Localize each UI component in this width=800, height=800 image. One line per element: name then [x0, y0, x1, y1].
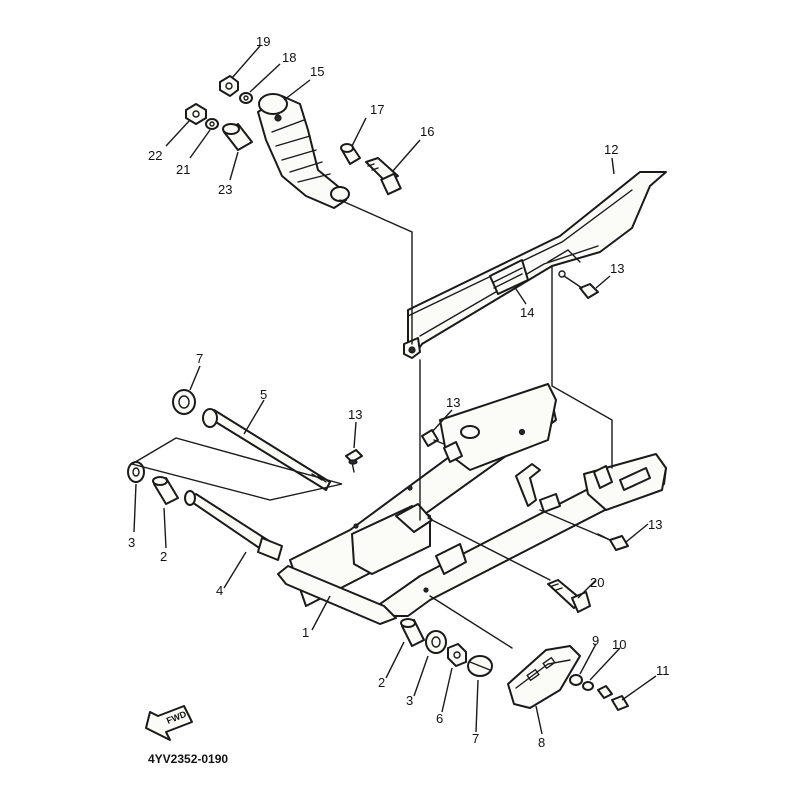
collar-9: [569, 674, 583, 686]
screw-13-chain-case: [558, 270, 599, 299]
collar-17: [340, 143, 361, 165]
screws-11: [597, 685, 629, 711]
callout-3-right: 3: [406, 693, 414, 708]
callout-labels: 19 18 15 17 16 22 21 23 12 13 13 13 13 1…: [148, 34, 618, 197]
callout-3-left: 3: [128, 535, 136, 550]
leader-lines: [133, 45, 657, 735]
callout-8: 8: [538, 735, 546, 750]
callout-11: 11: [656, 663, 670, 678]
bushing-2-left: [152, 476, 179, 505]
screw-13-left: [345, 449, 363, 473]
chain-slider-8: [507, 645, 581, 709]
cap-7-lower: [467, 655, 493, 677]
callout-17: 17: [370, 102, 384, 117]
forward-arrow-icon: FWD: [145, 705, 193, 741]
washer-21: [205, 118, 219, 130]
washer-10: [582, 681, 594, 691]
callout-7-upper: 7: [196, 351, 204, 366]
assembly-lines: [130, 199, 613, 649]
callout-2-left: 2: [160, 549, 168, 564]
bolt-20: [547, 579, 591, 613]
callout-13-swingarm-left: 13: [348, 407, 363, 422]
callout-18: 18: [282, 50, 296, 65]
callout-10: 10: [612, 637, 627, 652]
callout-9: 9: [592, 633, 600, 648]
callout-16: 16: [420, 124, 434, 139]
callout-19: 19: [256, 34, 270, 49]
swingarm-1: [277, 383, 667, 625]
chain-case-12: [403, 171, 667, 359]
callout-14: 14: [520, 305, 535, 320]
oil-seal-3-right: [425, 630, 447, 654]
callout-2-right: 2: [378, 675, 386, 690]
callout-13-swingarm-right: 13: [648, 517, 663, 532]
bushing-2-right: [400, 618, 425, 647]
callout-13-chain-case-screw: 13: [610, 261, 625, 276]
callout-1: 1: [302, 625, 310, 640]
callout-20: 20: [590, 575, 605, 590]
callout-12: 12: [604, 142, 618, 157]
rear-shock-absorber: [257, 93, 350, 209]
callout-4: 4: [216, 583, 224, 598]
bolt-16: [365, 157, 402, 196]
screw-13-center: [421, 429, 445, 447]
callout-21: 21: [176, 162, 190, 177]
callout-15: 15: [310, 64, 324, 79]
nut-19: [219, 75, 239, 97]
callout-13-swingarm-center: 13: [446, 395, 461, 410]
collar-4: [184, 490, 283, 561]
oil-seal-3-left: [127, 461, 145, 483]
pivot-shaft-5: [202, 408, 331, 491]
callout-7-lower: 7: [472, 731, 480, 746]
callout-23: 23: [218, 182, 232, 197]
drawing-code: 4YV2352-0190: [148, 752, 229, 766]
oil-seal-7-upper: [172, 389, 196, 415]
shock-collar-23: [222, 123, 253, 151]
nut-6: [447, 643, 467, 667]
callout-5: 5: [260, 387, 268, 402]
callout-22: 22: [148, 148, 162, 163]
nut-22: [185, 103, 207, 125]
washer-18: [239, 92, 253, 104]
callout-6: 6: [436, 711, 444, 726]
